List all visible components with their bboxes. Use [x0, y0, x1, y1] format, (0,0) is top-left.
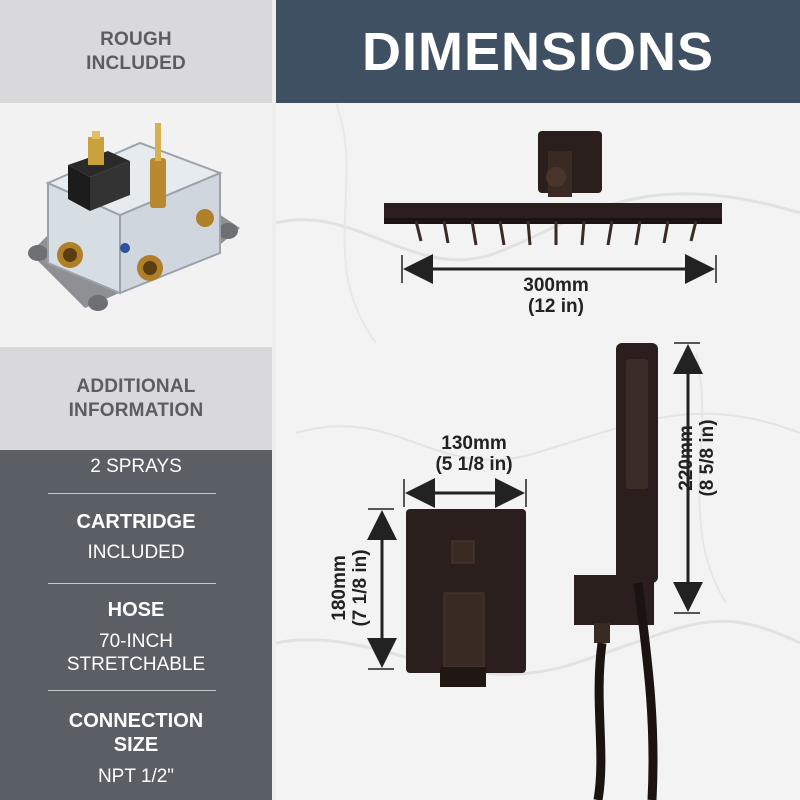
- additional-header-line1: ADDITIONAL: [76, 375, 196, 397]
- shower-head-width-mm: 300mm: [523, 275, 589, 296]
- connection-value: NPT 1/2": [97, 766, 175, 787]
- hose-value-line1: 70-INCH: [99, 631, 173, 652]
- trim-plate-width-mm: 130mm: [441, 433, 507, 454]
- hand-shower-length-mm: 220mm: [676, 425, 697, 491]
- hand-shower: [574, 343, 658, 800]
- additional-information-header: ADDITIONAL INFORMATION: [0, 347, 272, 450]
- connection-label-line2: SIZE: [113, 734, 159, 756]
- rough-included-header: ROUGH INCLUDED: [0, 0, 272, 103]
- trim-plate-height-in: (7 1/8 in): [350, 549, 371, 627]
- rough-header-line2: INCLUDED: [86, 52, 186, 74]
- title-bar: DIMENSIONS: [276, 0, 800, 103]
- spec-divider: [48, 583, 216, 584]
- column-gap: [272, 0, 276, 800]
- cartridge-label: CARTRIDGE: [76, 511, 196, 533]
- rain-shower-head: [384, 131, 722, 224]
- trim-plate-width-label: 130mm (5 1/8 in): [414, 433, 534, 475]
- shower-head-width-label: 300mm (12 in): [496, 275, 616, 317]
- dimensions-area: 300mm (12 in) 130mm (5 1/8 in) 180mm (7 …: [276, 103, 800, 800]
- spec-divider: [48, 493, 216, 494]
- trim-plate-height-mm: 180mm: [329, 555, 350, 621]
- additional-header-line2: INFORMATION: [68, 399, 204, 421]
- shower-head-width-in: (12 in): [528, 296, 584, 317]
- hose-label: HOSE: [107, 599, 165, 621]
- connection-label-line1: CONNECTION: [68, 710, 204, 732]
- rough-in-valve-image: [0, 103, 272, 347]
- trim-plate-height-label: 180mm (7 1/8 in): [329, 518, 371, 658]
- trim-plate-width-in: (5 1/8 in): [435, 454, 513, 475]
- sprays-value: 2 SPRAYS: [90, 456, 182, 477]
- page-title: DIMENSIONS: [361, 21, 715, 82]
- left-panel: ROUGH INCLUDED: [0, 0, 272, 800]
- spec-divider: [48, 690, 216, 691]
- cartridge-value: INCLUDED: [87, 542, 185, 563]
- rough-header-line1: ROUGH: [100, 28, 172, 50]
- specifications-panel: 2 SPRAYS CARTRIDGE INCLUDED HOSE 70-INCH…: [0, 450, 272, 800]
- hand-shower-length-label: 220mm (8 5/8 in): [676, 383, 718, 533]
- hose-value-line2: STRETCHABLE: [66, 654, 206, 675]
- trim-plate: [406, 509, 526, 687]
- hand-shower-length-in: (8 5/8 in): [697, 419, 718, 497]
